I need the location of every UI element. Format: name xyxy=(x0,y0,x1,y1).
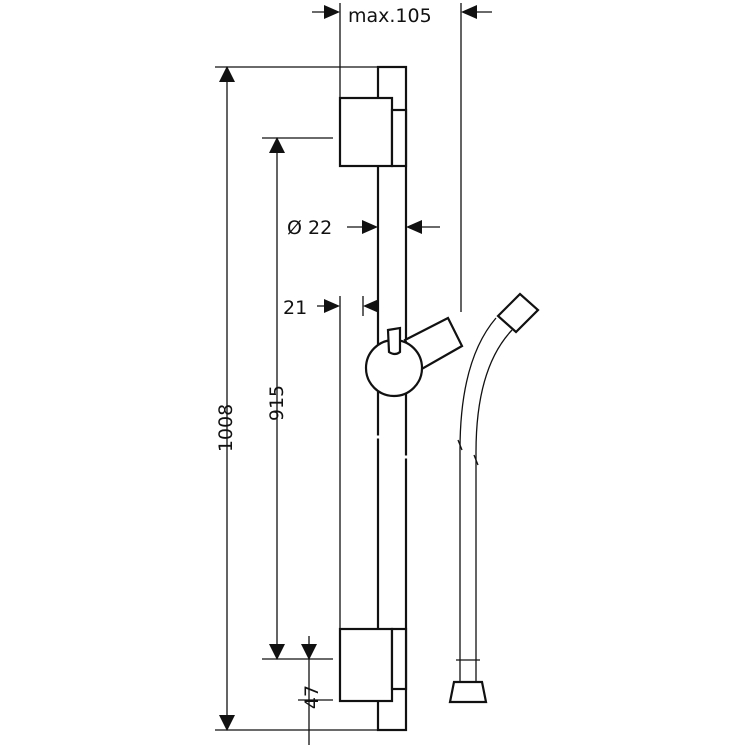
shower-rail xyxy=(374,65,410,732)
hose-bottom-connector xyxy=(448,680,488,704)
offset-label: 21 xyxy=(283,297,307,319)
shower-hose xyxy=(448,292,540,704)
total-length-label: 1008 xyxy=(215,404,237,452)
diameter-arrow-right xyxy=(406,220,422,234)
total-length-arrow-bottom xyxy=(219,715,235,731)
bracket-spacing-arrow-top xyxy=(269,137,285,153)
diameter-label: Ø 22 xyxy=(287,217,332,239)
max-projection-arrow-left xyxy=(324,5,340,19)
bracket-spacing-arrow-bottom xyxy=(269,644,285,660)
bottom-offset-arrow-top xyxy=(301,644,317,660)
max-projection-arrow-right xyxy=(461,5,477,19)
bracket-spacing-label: 915 xyxy=(266,385,288,421)
bottom-wall-bracket xyxy=(338,627,408,703)
diameter-arrow-left xyxy=(362,220,378,234)
bottom-offset-label: 47 xyxy=(301,685,323,709)
offset-arrow-right xyxy=(363,299,379,313)
dimension-lines xyxy=(215,3,492,745)
max-projection-label: max.105 xyxy=(348,5,432,27)
total-length-arrow-top xyxy=(219,66,235,82)
top-wall-bracket xyxy=(338,96,408,168)
slider-knob xyxy=(364,316,464,398)
hose-top-connector xyxy=(496,292,540,334)
offset-arrow-left xyxy=(324,299,340,313)
